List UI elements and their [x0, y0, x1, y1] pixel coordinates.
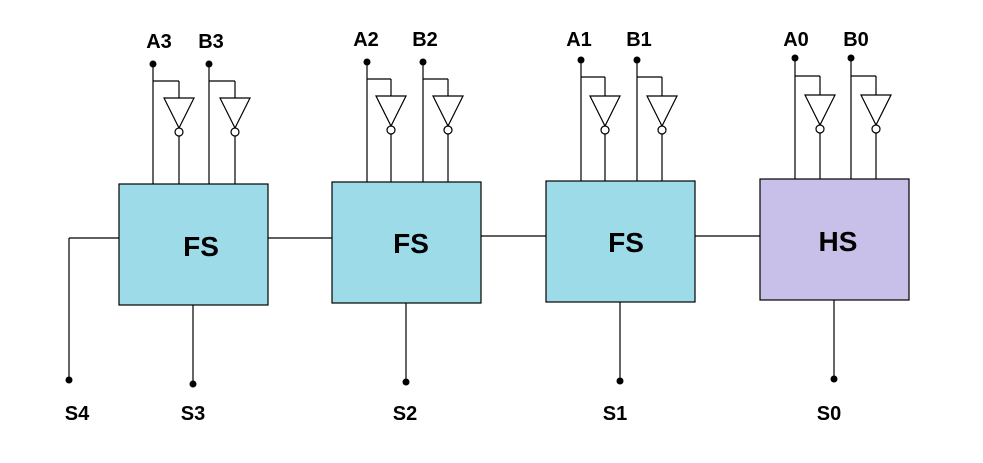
block-label-hs0: HS [819, 226, 858, 257]
pin-dot-a1 [577, 56, 585, 64]
pin-dot-s3 [189, 380, 197, 388]
stage-1: A1 B1 FS S1 [545, 29, 696, 425]
block-label-fs3: FS [183, 231, 219, 262]
input-label-a2: A2 [353, 29, 379, 51]
input-label-b1: B1 [626, 29, 652, 51]
inverter-icon [375, 95, 407, 128]
inverter-bubble [871, 124, 881, 134]
output-label-s3: S3 [181, 403, 205, 425]
output-label-s0: S0 [817, 403, 841, 425]
half-subtractor-block-0 [759, 178, 910, 301]
pin-dot-b1 [633, 56, 641, 64]
inverter-icon [860, 94, 892, 127]
block-label-fs1: FS [608, 227, 644, 258]
full-subtractor-block-1 [545, 180, 696, 303]
input-label-a1: A1 [566, 29, 592, 51]
input-label-b2: B2 [412, 29, 438, 51]
inverter-bubble [600, 125, 610, 135]
pin-dot-s0 [830, 375, 838, 383]
inverter-icon [219, 97, 251, 130]
block-label-fs2: FS [393, 228, 429, 259]
inverter-icon [804, 94, 836, 127]
inverter-icon [646, 95, 678, 128]
pin-dot-b0 [847, 54, 855, 62]
pin-dot-b2 [419, 58, 427, 66]
pin-dot-a2 [363, 58, 371, 66]
pin-dot-s4 [65, 376, 73, 384]
input-label-a3: A3 [146, 31, 172, 53]
inverter-icon [163, 97, 195, 130]
inverter-bubble [657, 125, 667, 135]
output-label-s4: S4 [65, 403, 90, 425]
inverter-bubble [386, 125, 396, 135]
stage-0: A0 B0 HS S0 [759, 29, 910, 425]
inverter-bubble [815, 124, 825, 134]
pin-dot-s1 [616, 377, 624, 385]
stage-2: A2 B2 FS S2 [331, 29, 482, 425]
output-label-s2: S2 [393, 403, 417, 425]
pin-dot-a0 [791, 54, 799, 62]
output-label-s1: S1 [603, 403, 627, 425]
inverter-bubble [443, 125, 453, 135]
inverter-icon [432, 95, 464, 128]
final-borrow-output: S4 [65, 237, 119, 425]
inverter-icon [589, 95, 621, 128]
inverter-bubble [174, 127, 184, 137]
input-label-b3: B3 [198, 31, 224, 53]
input-label-a0: A0 [783, 29, 809, 51]
pin-dot-a3 [149, 60, 157, 68]
inverter-bubble [230, 127, 240, 137]
pin-dot-b3 [205, 60, 213, 68]
stage-3: A3 B3 FS S3 [118, 31, 269, 425]
full-subtractor-block-3 [118, 183, 269, 306]
input-label-b0: B0 [843, 29, 869, 51]
pin-dot-s2 [402, 378, 410, 386]
